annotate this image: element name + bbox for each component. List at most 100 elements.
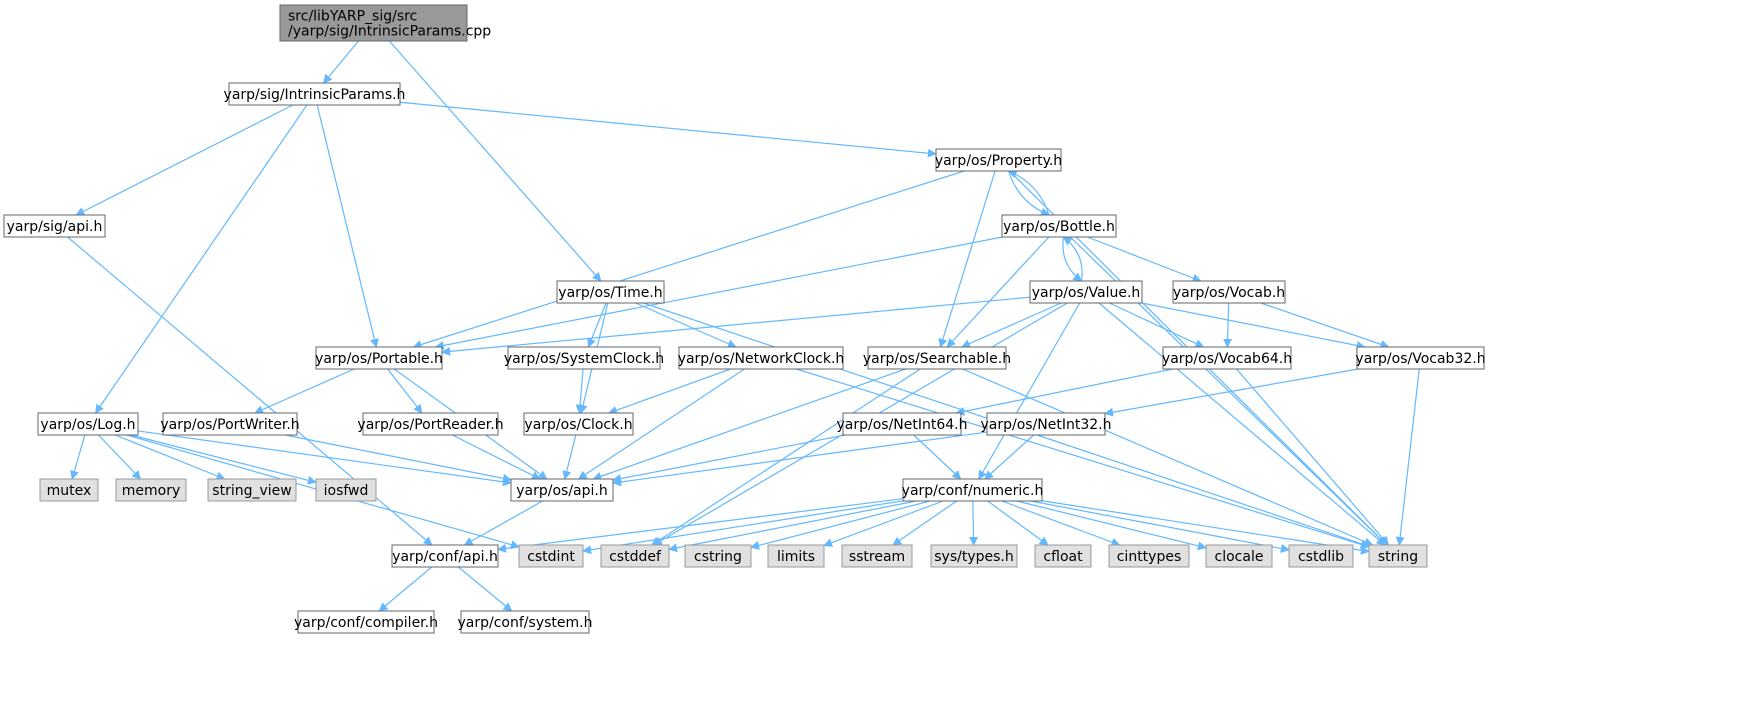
node-os-value-h[interactable]: yarp/os/Value.h (1029, 280, 1143, 304)
edge-conf_numeric_h-to-cstring (750, 500, 931, 550)
node-box (3, 214, 106, 238)
edge-line (1087, 236, 1202, 283)
edge-sig_ip_h-to-os_log_h (95, 104, 308, 414)
node-label: string (1378, 549, 1418, 565)
edge-root-to-sig_ip_h (323, 40, 360, 84)
node-label: yarp/os/PortReader.h (357, 417, 503, 433)
node-conf-numeric-h[interactable]: yarp/conf/numeric.h (902, 478, 1044, 502)
edge-line (892, 500, 957, 546)
node-sig-api-h[interactable]: yarp/sig/api.h (3, 214, 106, 238)
node-label: cstdint (527, 549, 575, 565)
node-cinttypes: cinttypes (1108, 544, 1190, 568)
node-memory: memory (115, 478, 187, 502)
node-box (841, 544, 913, 568)
node-os-vocab-h[interactable]: yarp/os/Vocab.h (1172, 280, 1286, 304)
edge-conf_api_h-to-conf_system_h (457, 566, 513, 612)
node-root[interactable]: src/libYARP_sig/src/yarp/sig/IntrinsicPa… (279, 4, 491, 42)
node-label: yarp/os/NetInt64.h (836, 417, 967, 433)
node-os-netint32-h[interactable]: yarp/os/NetInt32.h (980, 412, 1112, 436)
edge-line (441, 296, 1031, 356)
edge-conf_numeric_h-to-cfloat (987, 500, 1049, 546)
node-label: yarp/os/Time.h (558, 285, 662, 301)
edge-os_bottle_h-to-os_portable_h (434, 236, 1003, 350)
edge-os_portable_h-to-os_portwriter_h (254, 368, 355, 414)
node-box (507, 346, 661, 370)
node-os-time-h[interactable]: yarp/os/Time.h (556, 280, 665, 304)
edge-os_value_h-to-os_vocab32_h (1141, 302, 1366, 350)
node-label: yarp/conf/compiler.h (294, 615, 438, 631)
node-os-property-h[interactable]: yarp/os/Property.h (935, 148, 1062, 172)
node-conf-compiler-h[interactable]: yarp/conf/compiler.h (294, 610, 438, 634)
node-iosfwd: iosfwd (315, 478, 377, 502)
node-label: yarp/sig/IntrinsicParams.h (224, 87, 406, 103)
node-os-portwriter-h[interactable]: yarp/os/PortWriter.h (160, 412, 300, 436)
node-label: yarp/os/Clock.h (524, 417, 632, 433)
node-box (678, 346, 844, 370)
node-label: clocale (1215, 549, 1264, 565)
node-box (767, 544, 825, 568)
node-label: yarp/os/Value.h (1032, 285, 1141, 301)
node-sig-ip-h[interactable]: yarp/sig/IntrinsicParams.h (224, 82, 406, 106)
node-label: yarp/os/Vocab.h (1173, 285, 1285, 301)
node-os-clock-h[interactable]: yarp/os/Clock.h (523, 412, 634, 436)
node-label: sstream (849, 549, 905, 565)
edge-line (137, 430, 512, 487)
node-os-log-h[interactable]: yarp/os/Log.h (37, 412, 139, 436)
node-label: yarp/os/Log.h (40, 417, 135, 433)
edge-os_netclock_h-to-string (796, 368, 1370, 549)
node-os-searchable-h[interactable]: yarp/os/Searchable.h (863, 346, 1011, 370)
edge-line (962, 368, 1374, 546)
edge-line (412, 170, 965, 349)
node-box (523, 412, 634, 436)
edge-line (938, 170, 996, 348)
edge-line (98, 434, 142, 480)
edge-line (823, 500, 944, 547)
edge-conf_numeric_h-to-cinttypes (1001, 500, 1121, 547)
edge-os_property_h-to-os_bottle_h (1008, 170, 1050, 217)
node-box (556, 280, 665, 304)
edge-line (608, 368, 731, 415)
node-conf-api-h[interactable]: yarp/conf/api.h (391, 544, 499, 568)
node-label: string_view (212, 483, 291, 499)
edge-line (562, 434, 577, 480)
node-os-sysclock-h[interactable]: yarp/os/SystemClock.h (504, 346, 664, 370)
node-os-vocab64-h[interactable]: yarp/os/Vocab64.h (1162, 346, 1292, 370)
edge-os_searchable_h-to-os_api_h (592, 368, 906, 481)
node-label: cstdlib (1298, 549, 1344, 565)
edge-line (612, 431, 988, 487)
node-box (362, 412, 499, 436)
edge-os_value_h-to-os_searchable_h (961, 302, 1062, 348)
node-os-portreader-h[interactable]: yarp/os/PortReader.h (357, 412, 504, 436)
edge-line (1062, 236, 1083, 282)
edge-line (946, 236, 1050, 348)
node-os-netclock-h[interactable]: yarp/os/NetworkClock.h (678, 346, 845, 370)
edge-os_property_h-to-os_portable_h (412, 170, 965, 349)
node-label: yarp/os/Property.h (935, 153, 1062, 169)
node-label: iosfwd (324, 483, 369, 499)
edge-line (1008, 170, 1050, 217)
edge-os_property_h-to-os_searchable_h (938, 170, 996, 348)
edge-line (984, 434, 1035, 480)
edge-os_portwriter_h-to-os_api_h (285, 434, 512, 483)
edge-os_netint64_h-to-os_api_h (612, 434, 846, 483)
edge-line (316, 104, 379, 348)
node-conf-system-h[interactable]: yarp/conf/system.h (458, 610, 593, 634)
edge-os_sysclock_h-to-os_clock_h (575, 368, 585, 414)
edge-os_bottle_h-to-os_property_h (1007, 169, 1050, 216)
node-os-vocab32-h[interactable]: yarp/os/Vocab32.h (1355, 346, 1486, 370)
node-os-bottle-h[interactable]: yarp/os/Bottle.h (1001, 214, 1117, 238)
node-label: yarp/os/SystemClock.h (504, 351, 664, 367)
edge-line (1030, 500, 1290, 553)
node-box (600, 544, 670, 568)
node-box (867, 346, 1007, 370)
edge-conf_numeric_h-to-conf_api_h (497, 498, 904, 553)
node-string-view: string_view (207, 478, 297, 502)
edge-line (497, 498, 904, 553)
edge-os_vocab32_h-to-os_netint32_h (1104, 368, 1359, 417)
node-label: yarp/os/Searchable.h (863, 351, 1011, 367)
node-os-netint64-h[interactable]: yarp/os/NetInt64.h (836, 412, 968, 436)
node-label: yarp/os/Vocab64.h (1162, 351, 1292, 367)
node-os-portable-h[interactable]: yarp/os/Portable.h (315, 346, 443, 370)
node-os-api-h[interactable]: yarp/os/api.h (510, 478, 614, 502)
edge-os_log_h-to-iosfwd (130, 434, 317, 485)
